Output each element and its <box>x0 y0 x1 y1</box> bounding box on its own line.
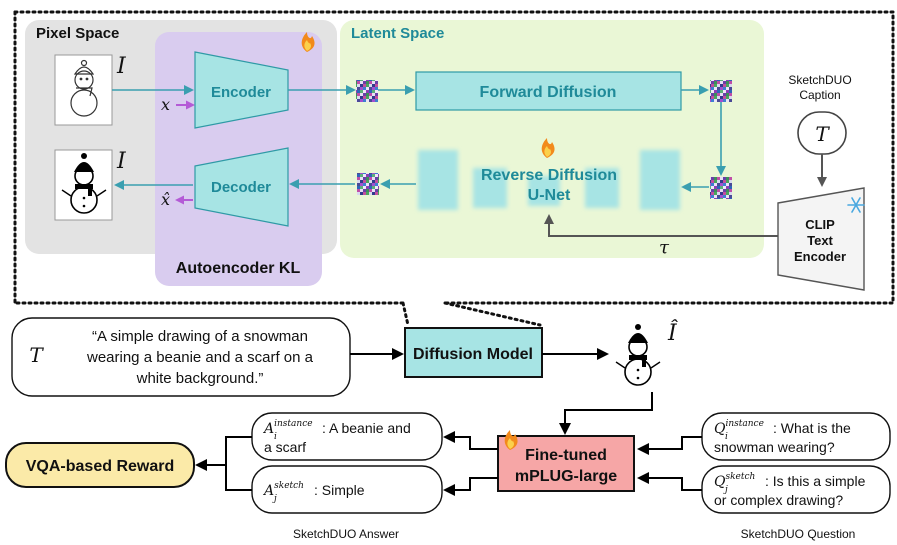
arrow-q-sketch <box>637 472 702 491</box>
q-sketch-sub: j <box>723 485 728 495</box>
symbol-x: x <box>161 95 170 114</box>
generated-snowman-icon <box>615 324 661 386</box>
prompt-line-1: “A simple drawing of a snowman <box>92 328 308 345</box>
decoder-label: Decoder <box>211 179 271 196</box>
q-instance-text-2: snowman wearing? <box>714 439 835 455</box>
q-instance-symbol: Qinstance <box>714 419 764 437</box>
flame-icon-mplug <box>504 430 518 450</box>
arrow-a-instance <box>443 431 498 450</box>
mplug-label-1: Fine-tuned <box>525 447 607 464</box>
caption-label-2: Caption <box>799 88 840 102</box>
question-label: SketchDUO Question <box>741 527 856 541</box>
latent-space-region <box>340 20 764 258</box>
latent-space-title: Latent Space <box>351 25 444 42</box>
forward-diffusion-block <box>415 71 682 111</box>
flame-icon <box>301 32 315 52</box>
encoder-block <box>194 51 289 129</box>
mplug-label-2: mPLUG-large <box>515 468 617 485</box>
symbol-T-bottom: T <box>29 343 44 367</box>
flame-icon-unet <box>541 138 555 158</box>
unet-label: U-Net <box>528 187 571 204</box>
symbol-I-hat: Î <box>667 319 678 346</box>
arrow-image-to-mplug <box>559 392 653 435</box>
decoder-block <box>194 147 289 227</box>
q-sketch-text-2: or complex drawing? <box>714 492 843 508</box>
arrow-q-instance <box>637 436 702 455</box>
pixel-space-title: Pixel Space <box>36 25 119 42</box>
latent-noise-1 <box>356 80 378 102</box>
mplug-block <box>497 435 635 492</box>
clip-label-1: CLIP <box>805 217 835 232</box>
autoencoder-title: Autoencoder KL <box>176 260 301 277</box>
diffusion-model-block <box>404 327 543 378</box>
a-instance-text: : A beanie and <box>322 420 411 436</box>
a-sketch-symbol: Asketch <box>262 481 304 499</box>
reverse-diffusion-label: Reverse Diffusion <box>481 167 617 184</box>
q-instance-text: : What is the <box>773 420 851 436</box>
clip-encoder-block <box>777 187 865 291</box>
prompt-line-2: wearing a beanie and a scarf on a <box>86 349 314 366</box>
q-instance-sub: i <box>725 432 728 442</box>
prompt-line-3: white background.” <box>136 370 264 387</box>
a-instance-text-2: a scarf <box>264 439 306 455</box>
image-symbol-I: I <box>116 54 127 79</box>
arrow-tau <box>544 214 778 237</box>
q-sketch-symbol: Qsketch <box>714 472 755 490</box>
snowman-sketch-icon <box>70 59 98 117</box>
q-sketch-text: : Is this a simple <box>765 473 866 489</box>
snowflake-icon <box>847 197 865 213</box>
vqa-reward-block <box>5 442 195 488</box>
caption-label-1: SketchDUO <box>788 73 851 87</box>
dotted-frame <box>13 10 895 305</box>
funnel-right <box>443 301 542 327</box>
symbol-tau: τ <box>659 237 670 258</box>
arrow-answers-bottom-to-reward <box>225 465 252 491</box>
snowman-colored-icon <box>61 153 107 214</box>
a-instance-sub: i <box>274 432 277 442</box>
symbol-T-top: T <box>815 122 830 146</box>
latent-noise-3 <box>710 177 732 199</box>
vqa-reward-label: VQA-based Reward <box>26 458 174 475</box>
forward-diffusion-label: Forward Diffusion <box>480 84 617 101</box>
a-instance-symbol: Ainstance <box>262 419 313 437</box>
diffusion-model-label: Diffusion Model <box>413 346 533 363</box>
clip-label-3: Encoder <box>794 249 846 264</box>
latent-noise-2 <box>710 80 732 102</box>
encoder-label: Encoder <box>211 84 271 101</box>
a-sketch-sub: j <box>272 494 277 504</box>
answer-label: SketchDUO Answer <box>293 527 399 541</box>
arrow-answers-top-to-reward <box>195 436 252 471</box>
a-sketch-text: : Simple <box>314 482 365 498</box>
arrow-a-sketch <box>443 477 498 496</box>
clip-label-2: Text <box>807 233 833 248</box>
unet-blocks <box>418 150 680 210</box>
funnel-left <box>401 301 410 327</box>
image-symbol-I-out: I <box>116 149 127 174</box>
prompt-box <box>11 317 351 397</box>
latent-noise-4 <box>357 173 379 195</box>
symbol-x-hat: x̂ <box>161 190 170 209</box>
